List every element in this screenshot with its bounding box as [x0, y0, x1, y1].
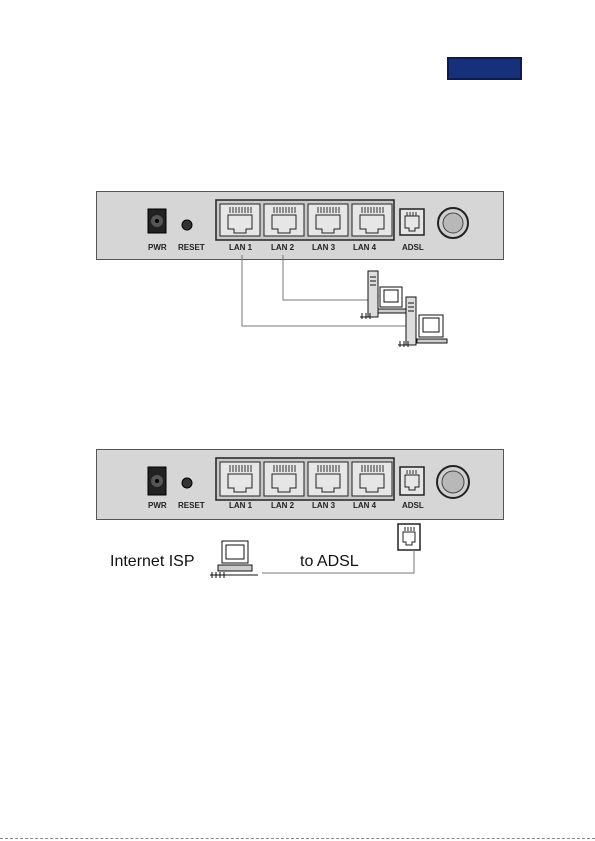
lan-port-2 — [264, 462, 304, 496]
label-lan-3: LAN 3 — [312, 501, 335, 510]
lan-port-1 — [220, 204, 260, 236]
reset-button — [182, 478, 192, 488]
cable-lan2 — [283, 255, 368, 300]
label-lan-1: LAN 1 — [229, 243, 252, 252]
reset-button — [182, 220, 192, 230]
lan-port-1 — [220, 462, 260, 496]
lan-port-4 — [352, 204, 392, 236]
label-reset: RESET — [178, 243, 205, 252]
label-adsl: ADSL — [402, 501, 424, 510]
header-badge — [447, 57, 522, 80]
lan-port-3 — [308, 462, 348, 496]
computer-icon — [398, 297, 447, 347]
page-footer-divider — [0, 838, 595, 839]
label-lan-4: LAN 4 — [353, 501, 376, 510]
adsl-port — [400, 467, 424, 495]
lan-port-2 — [264, 204, 304, 236]
label-lan-1: LAN 1 — [229, 501, 252, 510]
label-lan-2: LAN 2 — [271, 501, 294, 510]
computer-icon — [210, 541, 258, 578]
lan-port-4 — [352, 462, 392, 496]
lan-connection-diagram — [230, 255, 470, 355]
label-pwr: PWR — [148, 501, 167, 510]
internet-isp-label: Internet ISP — [110, 553, 195, 571]
label-reset: RESET — [178, 501, 205, 510]
to-adsl-label: to ADSL — [300, 553, 359, 571]
label-lan-3: LAN 3 — [312, 243, 335, 252]
label-pwr: PWR — [148, 243, 167, 252]
lan-port-3 — [308, 204, 348, 236]
adsl-jack-icon — [398, 524, 420, 550]
label-lan-4: LAN 4 — [353, 243, 376, 252]
label-adsl: ADSL — [402, 243, 424, 252]
label-lan-2: LAN 2 — [271, 243, 294, 252]
computer-icon — [360, 271, 406, 319]
